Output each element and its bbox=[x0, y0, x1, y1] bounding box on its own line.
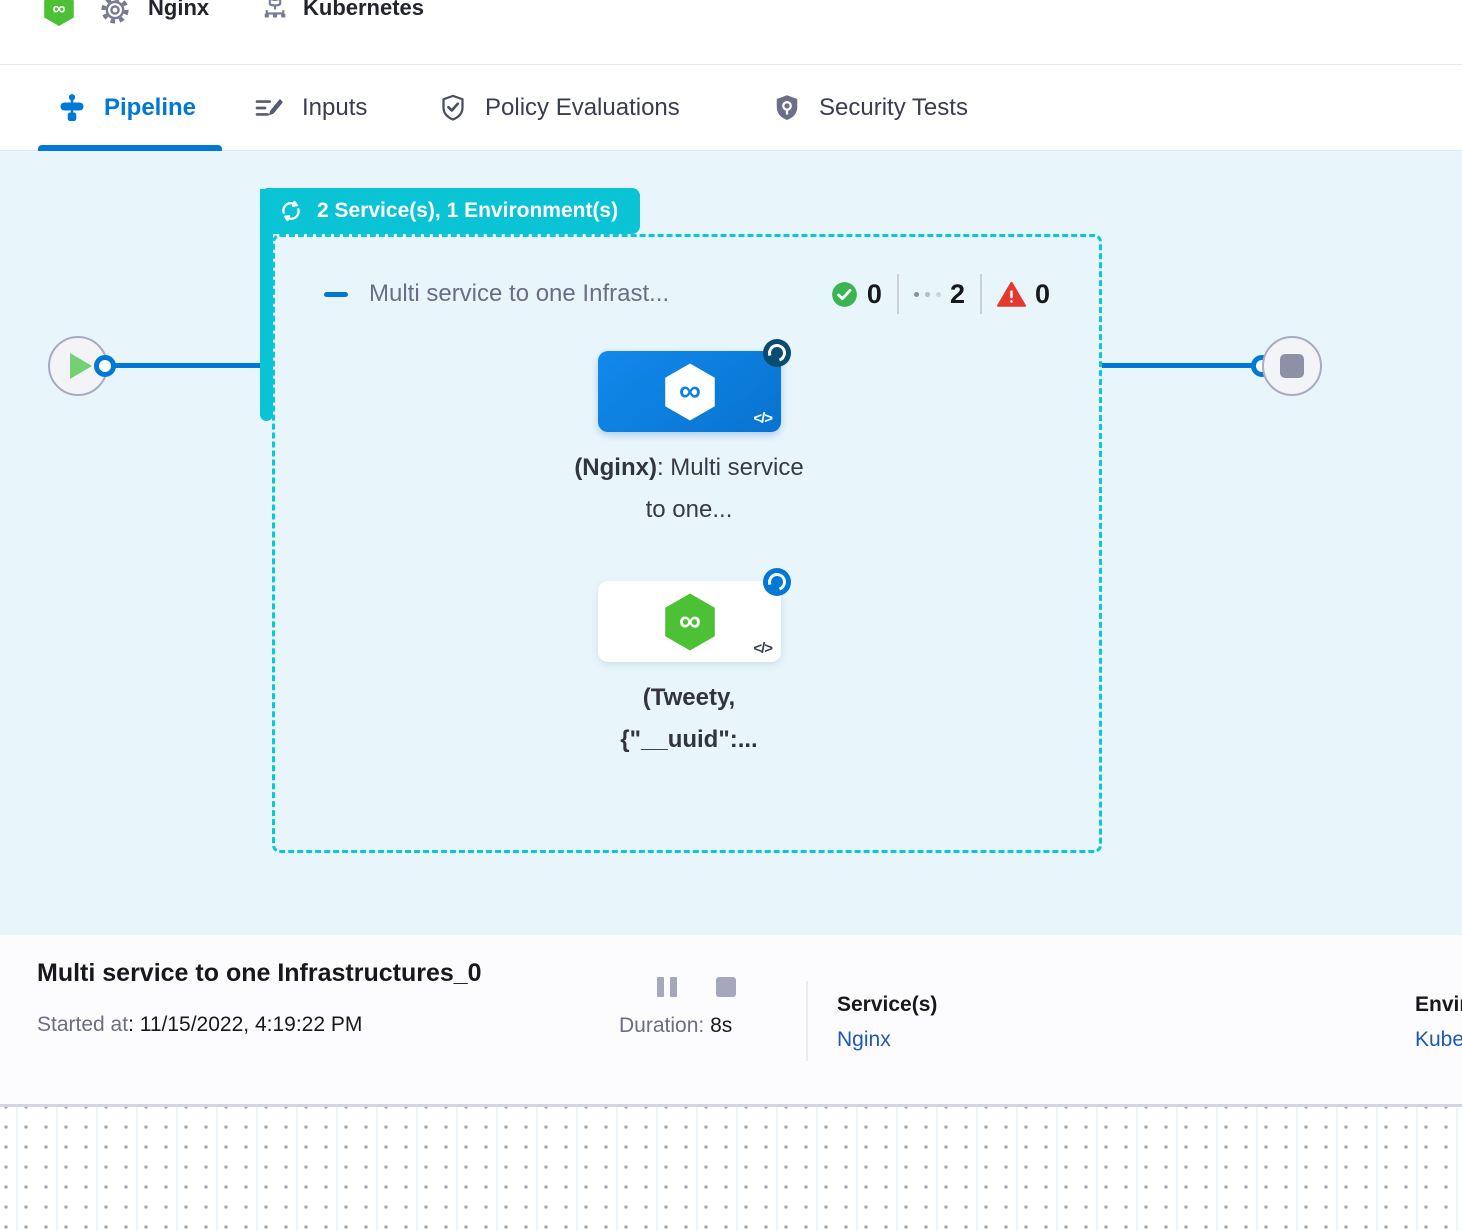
execution-title: Multi service to one Infrastructures_0 bbox=[37, 959, 482, 987]
stage-group-region[interactable] bbox=[272, 234, 1102, 853]
code-icon: </> bbox=[753, 640, 773, 657]
code-icon: </> bbox=[753, 410, 773, 427]
pause-icon bbox=[657, 977, 664, 997]
stage-header-row: Multi service to one Infrast... 0 2 0 bbox=[324, 274, 1050, 314]
start-node bbox=[48, 336, 108, 396]
node-label-nginx: (Nginx): Multi service to one... bbox=[574, 447, 804, 531]
count-divider bbox=[979, 274, 982, 314]
execution-tabbar: Pipeline Inputs Policy Evaluations bbox=[0, 65, 1462, 151]
stage-title: Multi service to one Infrast... bbox=[369, 280, 670, 307]
tab-pipeline[interactable]: Pipeline bbox=[57, 65, 196, 150]
play-icon bbox=[70, 353, 92, 379]
services-environments-badge[interactable]: 2 Service(s), 1 Environment(s) bbox=[260, 188, 641, 234]
started-at-value: : 11/15/2022, 4:19:22 PM bbox=[128, 1013, 363, 1036]
svg-text:∞: ∞ bbox=[52, 0, 65, 18]
count-divider bbox=[896, 274, 899, 314]
failed-count: 0 bbox=[1034, 278, 1050, 309]
services-column-label: Service(s) bbox=[837, 993, 938, 1016]
duration-value: 8s bbox=[710, 1014, 733, 1037]
started-at: Started at: 11/15/2022, 4:19:22 PM bbox=[37, 1013, 362, 1037]
tab-security-tests-label: Security Tests bbox=[819, 93, 968, 121]
environment-name-header: Kubernetes bbox=[303, 0, 424, 25]
running-count: 2 bbox=[949, 278, 965, 309]
stop-icon bbox=[1280, 354, 1304, 378]
warning-triangle-icon bbox=[996, 281, 1026, 308]
services-link[interactable]: Nginx bbox=[837, 1028, 891, 1051]
kubernetes-icon[interactable] bbox=[260, 0, 290, 25]
environments-column-label: Environment(s) bbox=[1415, 993, 1462, 1016]
policy-shield-check-icon bbox=[438, 92, 468, 124]
service-name-label: Nginx bbox=[148, 0, 210, 20]
abort-stop-icon bbox=[716, 977, 736, 997]
connector-line-right bbox=[1102, 363, 1262, 368]
tab-policy-evaluations[interactable]: Policy Evaluations bbox=[438, 65, 680, 150]
pipeline-tab-icon bbox=[57, 93, 87, 123]
top-header: ∞ Nginx Kubernetes bbox=[0, 0, 1462, 65]
collapse-minus-icon[interactable] bbox=[324, 291, 348, 297]
connector-line-left bbox=[104, 363, 262, 368]
service-name-header: Nginx bbox=[148, 0, 209, 25]
active-tab-underline bbox=[38, 145, 222, 151]
tab-inputs[interactable]: Inputs bbox=[253, 65, 367, 150]
footer-divider bbox=[806, 981, 808, 1061]
svg-text:∞: ∞ bbox=[679, 373, 701, 408]
tab-policy-evaluations-label: Policy Evaluations bbox=[485, 93, 680, 121]
connector-point-left bbox=[94, 355, 116, 377]
tab-inputs-label: Inputs bbox=[302, 93, 368, 121]
execution-footer: Multi service to one Infrastructures_0 S… bbox=[0, 935, 1462, 1104]
end-node bbox=[1262, 336, 1322, 396]
tab-security-tests[interactable]: Security Tests bbox=[772, 65, 968, 150]
pause-button[interactable] bbox=[657, 977, 677, 997]
started-at-label: Started at bbox=[37, 1013, 129, 1036]
console-grid-area bbox=[0, 1104, 1462, 1231]
harness-service-icon: ∞ bbox=[664, 363, 715, 420]
success-check-icon bbox=[831, 281, 858, 308]
node-card-tweety[interactable]: ∞ </> bbox=[598, 581, 781, 662]
refresh-icon bbox=[278, 198, 304, 224]
execution-status-spinner bbox=[763, 339, 791, 367]
node-label-bold: (Nginx) bbox=[574, 454, 657, 481]
environment-name-label: Kubernetes bbox=[303, 0, 425, 20]
duration-label: Duration: bbox=[619, 1014, 705, 1037]
svg-text:∞: ∞ bbox=[679, 603, 701, 638]
node-label-tweety: (Tweety, {"__uuid":... bbox=[574, 677, 804, 761]
harness-logo-icon: ∞ bbox=[44, 0, 74, 26]
security-shield-icon bbox=[772, 92, 802, 124]
running-dots-icon bbox=[913, 291, 941, 297]
stage-group-left-bar bbox=[260, 189, 273, 421]
pipeline-canvas: 2 Service(s), 1 Environment(s) Multi ser… bbox=[0, 151, 1462, 935]
node-label-rest: : Multi service to one... bbox=[645, 454, 804, 523]
node-label-bold: (Tweety, {"__uuid":... bbox=[620, 684, 758, 753]
execution-status-spinner bbox=[763, 568, 791, 596]
harness-service-icon: ∞ bbox=[664, 593, 715, 650]
duration: Duration: 8s bbox=[619, 1014, 732, 1038]
success-count: 0 bbox=[866, 278, 882, 309]
services-environments-badge-label: 2 Service(s), 1 Environment(s) bbox=[317, 199, 619, 222]
abort-button[interactable] bbox=[716, 977, 736, 997]
environments-link[interactable]: Kubernetes bbox=[1415, 1028, 1462, 1051]
tab-pipeline-label: Pipeline bbox=[104, 93, 197, 121]
inputs-tab-icon bbox=[253, 92, 285, 124]
stage-status-counts: 0 2 0 bbox=[831, 274, 1050, 314]
node-card-nginx[interactable]: ∞ </> bbox=[598, 351, 781, 432]
gear-icon[interactable] bbox=[99, 0, 131, 26]
